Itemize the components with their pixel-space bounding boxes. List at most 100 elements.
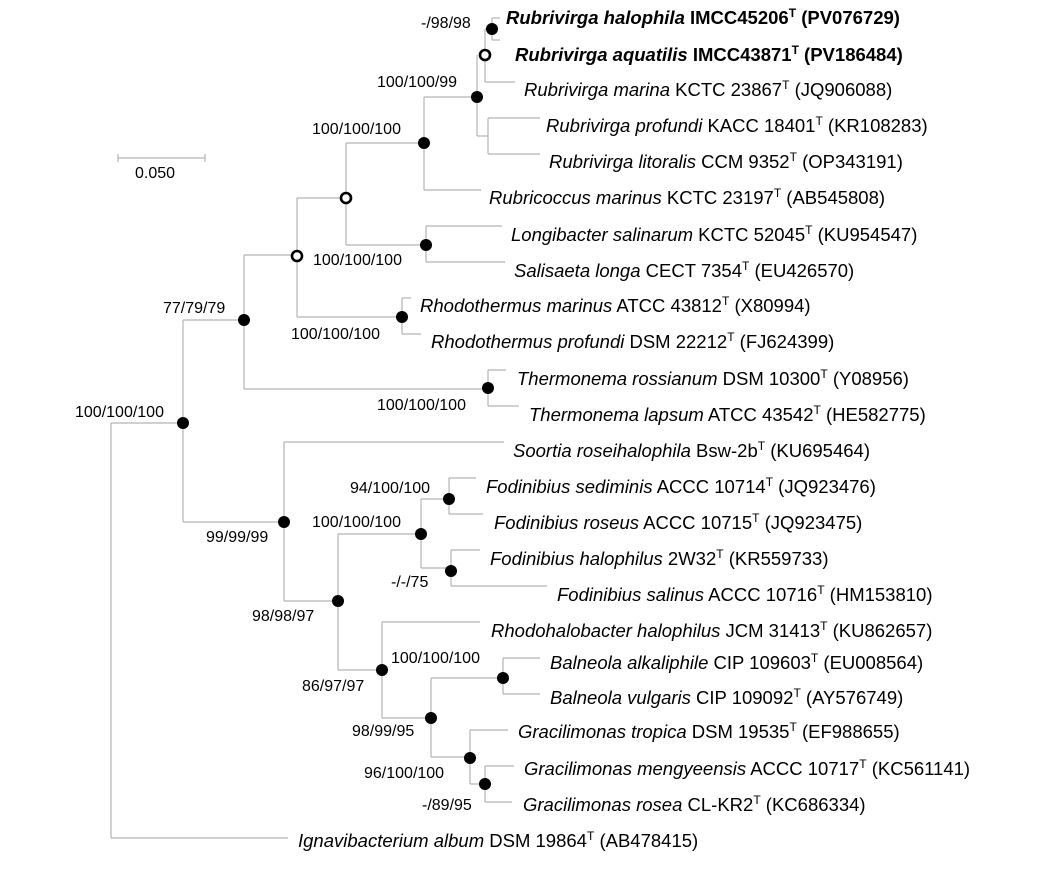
taxon-accession: (HE582775) [821, 404, 926, 425]
taxon-label: Soortia roseihalophila Bsw-2bT (KU695464… [513, 439, 870, 461]
taxon-strain: ACCC 10715 [639, 512, 752, 533]
node-marker-filled [497, 672, 509, 684]
taxon-strain: ACCC 10716 [704, 584, 817, 605]
taxon-species-name: Rubrivirga halophila [506, 7, 685, 28]
taxon-species-name: Ignavibacterium album [298, 830, 484, 851]
taxon-accession: (AB478415) [594, 830, 698, 851]
node-marker-filled [425, 712, 437, 724]
taxon-strain: IMCC43871 [688, 44, 792, 65]
type-strain-superscript: T [820, 367, 828, 381]
taxon-accession: (JQ906088) [789, 79, 892, 100]
taxon-accession: (FJ624399) [735, 331, 835, 352]
taxon-accession: (AY576749) [801, 687, 904, 708]
type-strain-superscript: T [789, 720, 797, 734]
taxon-label: Ignavibacterium album DSM 19864T (AB4784… [298, 829, 698, 851]
tree-vertical-branches [110, 18, 504, 838]
taxon-accession: (EF988655) [797, 721, 900, 742]
scale-bar: 0.050 [117, 154, 206, 182]
taxon-species-name: Longibacter salinarum [511, 224, 693, 245]
type-strain-superscript: T [716, 547, 724, 561]
taxon-label: Rubrivirga litoralis CCM 9352T (OP343191… [549, 150, 903, 172]
type-strain-superscript: T [790, 150, 798, 164]
support-label: 99/99/99 [206, 529, 268, 546]
taxon-label: Balneola vulgaris CIP 109092T (AY576749) [550, 686, 903, 708]
taxon-strain: ATCC 43812 [612, 295, 722, 316]
taxon-species-name: Rubricoccus marinus [489, 187, 662, 208]
taxon-strain: CECT 7354 [641, 260, 742, 281]
node-marker-open [478, 48, 492, 62]
support-label: 100/100/100 [312, 514, 401, 531]
taxon-species-name: Gracilimonas tropica [518, 721, 687, 742]
taxon-strain: KCTC 52045 [693, 224, 805, 245]
taxon-species-name: Rhodothermus profundi [431, 331, 625, 352]
type-strain-superscript: T [805, 223, 813, 237]
support-label: 77/79/79 [163, 300, 225, 317]
node-marker-filled [396, 311, 408, 323]
node-marker-filled [418, 137, 430, 149]
support-label: 86/97/97 [302, 678, 364, 695]
taxon-strain: ACCC 10717 [746, 758, 859, 779]
taxon-species-name: Balneola alkaliphile [550, 652, 708, 673]
taxon-accession: (KU954547) [812, 224, 917, 245]
taxon-strain: 2W32 [663, 548, 716, 569]
type-strain-superscript: T [820, 619, 828, 633]
node-marker-filled [177, 417, 189, 429]
taxon-species-name: Fodinibius roseus [494, 512, 639, 533]
type-strain-superscript: T [587, 829, 595, 843]
taxon-strain: Bsw-2b [691, 440, 758, 461]
taxon-species-name: Balneola vulgaris [550, 687, 691, 708]
type-strain-superscript: T [817, 583, 825, 597]
type-strain-superscript: T [814, 403, 822, 417]
taxon-strain: CIP 109092 [691, 687, 794, 708]
type-strain-superscript: T [815, 114, 823, 128]
taxon-label: Rhodothermus profundi DSM 22212T (FJ6243… [431, 330, 834, 352]
taxon-species-name: Rhodothermus marinus [420, 295, 612, 316]
taxon-species-name: Rubrivirga litoralis [549, 151, 696, 172]
support-label: 100/100/99 [377, 74, 457, 91]
taxon-species-name: Rubrivirga aquatilis [515, 44, 688, 65]
node-marker-filled [443, 493, 455, 505]
node-marker-filled [420, 239, 432, 251]
taxon-strain: CIP 109603 [708, 652, 811, 673]
node-marker-filled [332, 595, 344, 607]
support-values: -/98/98 100/100/99 100/100/100 100/100/1… [75, 15, 480, 814]
taxon-accession: (KU695464) [765, 440, 870, 461]
taxon-strain: IMCC45206 [685, 7, 789, 28]
support-label: 100/100/100 [391, 650, 480, 667]
type-strain-superscript: T [742, 259, 750, 273]
support-label: 94/100/100 [350, 480, 430, 497]
taxon-strain: DSM 22212 [624, 331, 727, 352]
taxon-strain: KCTC 23197 [662, 187, 774, 208]
taxon-label: Rhodohalobacter halophilus JCM 31413T (K… [491, 619, 932, 641]
support-label: 98/99/95 [352, 723, 414, 740]
taxon-accession: (JQ923475) [759, 512, 862, 533]
taxon-accession: (OP343191) [797, 151, 903, 172]
support-label: 96/100/100 [364, 765, 444, 782]
type-strain-superscript: T [792, 43, 800, 57]
taxon-accession: (HM153810) [825, 584, 933, 605]
support-label: 100/100/100 [377, 397, 466, 414]
taxon-label: Thermonema lapsum ATCC 43542T (HE582775) [529, 403, 926, 425]
taxon-species-name: Fodinibius sediminis [486, 476, 653, 497]
taxon-label: Fodinibius salinus ACCC 10716T (HM153810… [557, 583, 933, 605]
taxon-label: Fodinibius halophilus 2W32T (KR559733) [490, 547, 829, 569]
taxon-accession: (PV076729) [796, 7, 900, 28]
taxon-species-name: Fodinibius halophilus [490, 548, 663, 569]
taxon-strain: ACCC 10714 [653, 476, 766, 497]
taxon-strain: ATCC 43542 [704, 404, 814, 425]
taxon-strain: KACC 18401 [702, 115, 815, 136]
node-marker-filled [482, 382, 494, 394]
taxon-species-name: Gracilimonas mengyeensis [524, 758, 746, 779]
taxon-label: Fodinibius sediminis ACCC 10714T (JQ9234… [486, 475, 876, 497]
scale-bar-label: 0.050 [135, 165, 175, 182]
node-marker-open [339, 191, 353, 205]
taxon-species-name: Soortia roseihalophila [513, 440, 691, 461]
tree-branches [111, 17, 547, 839]
taxon-accession: (PV186484) [799, 44, 903, 65]
node-marker-filled [464, 752, 476, 764]
taxon-species-name: Rubrivirga marina [524, 79, 670, 100]
node-marker-open [290, 249, 304, 263]
taxon-strain: DSM 10300 [718, 368, 821, 389]
taxon-label: Rubrivirga halophila IMCC45206T (PV07672… [506, 6, 900, 28]
type-strain-superscript: T [753, 793, 761, 807]
